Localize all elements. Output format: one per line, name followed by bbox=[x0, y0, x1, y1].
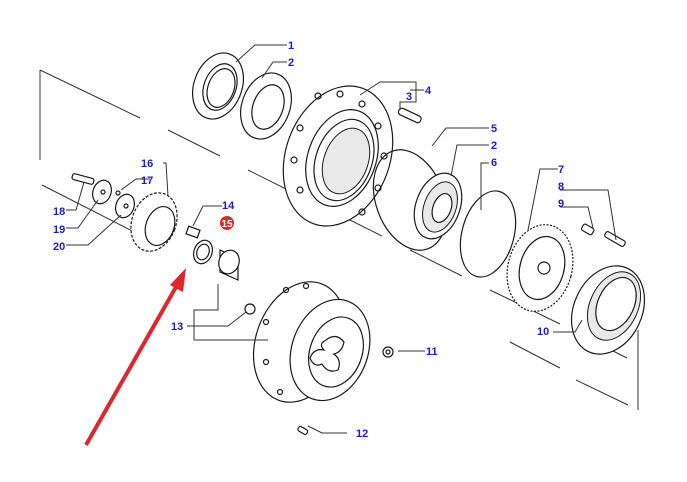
highlight-circle bbox=[220, 216, 234, 230]
label-part[interactable]: 2 bbox=[491, 140, 497, 152]
part-planet-carrier[interactable] bbox=[498, 217, 583, 319]
label-part[interactable]: 2 bbox=[288, 57, 294, 69]
axis-line bbox=[409, 249, 463, 277]
part-pin[interactable] bbox=[115, 190, 121, 196]
axis-line bbox=[39, 69, 141, 119]
label-part-highlighted: 15 bbox=[221, 219, 233, 230]
highlighted-part-badge[interactable]: 15 bbox=[220, 216, 234, 230]
part-labels: 1 2 3 4 5 2 6 7 8 9 10 11 12 13 14 15 16… bbox=[53, 40, 564, 440]
label-part[interactable]: 7 bbox=[558, 164, 564, 176]
label-part[interactable]: 14 bbox=[222, 200, 235, 212]
part-snap-ring[interactable] bbox=[451, 185, 524, 283]
label-part[interactable]: 9 bbox=[558, 198, 564, 210]
part-ring-gear[interactable] bbox=[558, 254, 659, 366]
part-bearing-inner[interactable] bbox=[406, 167, 471, 246]
label-part[interactable]: 6 bbox=[491, 157, 497, 169]
label-part[interactable]: 1 bbox=[288, 40, 294, 52]
part-shim[interactable] bbox=[112, 192, 137, 221]
axis-line bbox=[575, 379, 629, 406]
part-screw-12[interactable] bbox=[297, 425, 309, 435]
axis-line bbox=[509, 341, 561, 369]
label-part[interactable]: 8 bbox=[558, 181, 564, 193]
label-part[interactable]: 12 bbox=[356, 428, 368, 440]
part-washer[interactable] bbox=[89, 178, 114, 207]
label-part[interactable]: 18 bbox=[53, 206, 65, 218]
part-plug[interactable] bbox=[382, 346, 394, 358]
part-oil-seal[interactable] bbox=[184, 46, 252, 126]
leader-lines bbox=[66, 44, 617, 434]
label-part[interactable]: 16 bbox=[141, 158, 153, 170]
part-screw-9[interactable] bbox=[580, 223, 595, 236]
part-hub-carrier[interactable] bbox=[237, 269, 383, 416]
label-part[interactable]: 19 bbox=[53, 224, 65, 236]
part-fitting[interactable] bbox=[244, 303, 256, 315]
label-part[interactable]: 10 bbox=[537, 326, 549, 338]
label-part[interactable]: 13 bbox=[171, 321, 183, 333]
part-bolt-8[interactable] bbox=[604, 231, 626, 247]
part-thrust-washer[interactable] bbox=[190, 238, 215, 267]
part-wheel-stud[interactable] bbox=[397, 107, 422, 124]
part-sun-gear[interactable] bbox=[123, 186, 185, 257]
label-part[interactable]: 17 bbox=[141, 175, 153, 187]
part-needle-bearing[interactable] bbox=[185, 225, 201, 239]
label-part[interactable]: 20 bbox=[53, 241, 65, 253]
label-part[interactable]: 3 bbox=[406, 91, 412, 103]
part-sleeve[interactable] bbox=[215, 247, 242, 281]
axis-line bbox=[167, 129, 221, 157]
label-part[interactable]: 5 bbox=[491, 123, 497, 135]
part-bolt-18[interactable] bbox=[71, 173, 95, 185]
hub-bolt-holes bbox=[290, 90, 388, 216]
red-indicator-arrow-icon bbox=[84, 268, 186, 446]
part-wheel-hub[interactable] bbox=[265, 71, 412, 242]
carrier-bolt-holes bbox=[262, 282, 310, 396]
label-part[interactable]: 4 bbox=[425, 85, 432, 97]
part-bearing-outer[interactable] bbox=[232, 66, 300, 146]
label-part[interactable]: 11 bbox=[426, 346, 438, 358]
